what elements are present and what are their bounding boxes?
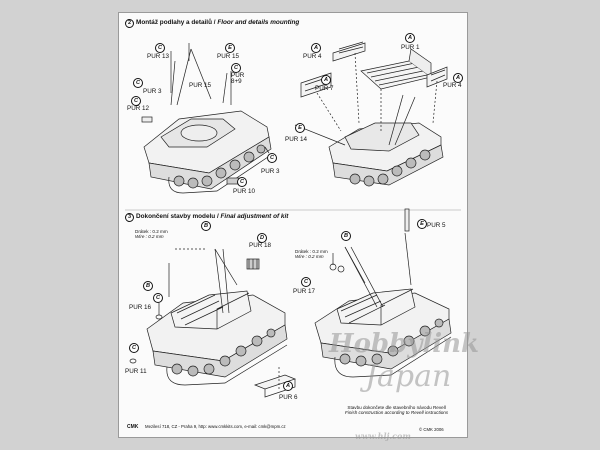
- part-label-pur4: PUR 4: [443, 82, 462, 89]
- part-label-pur3: PUR 3: [261, 168, 280, 175]
- part-label-pur18: PUR 18: [249, 242, 272, 249]
- section-3-title-en: Final adjustment of kit: [220, 213, 289, 220]
- part-badge-c: C: [153, 293, 163, 303]
- part-badge-a: A: [453, 73, 463, 83]
- wire-note-right-cz: Drátek : 0.2 mm: [295, 249, 328, 254]
- wire-note-left: Drátek : 0.2 mm Wire : 0.2 mm: [135, 229, 168, 240]
- part-badge-e: E: [225, 43, 235, 53]
- part-badge-b: B: [143, 281, 153, 291]
- part-label-pur10: PUR 10: [233, 188, 256, 195]
- part-label-pur5: PUR 5: [427, 222, 446, 229]
- assembly-drawings: [125, 41, 461, 398]
- tank-hull-drawing-3: [129, 248, 297, 398]
- brand-logo: CMK: [127, 424, 139, 430]
- part-badge-a: A: [311, 43, 321, 53]
- tank-hull-drawing-1: [141, 43, 272, 194]
- part-label-pur15: PUR 15: [217, 53, 240, 60]
- step-number-2: 2: [125, 19, 134, 28]
- part-badge-d: D: [257, 233, 267, 243]
- part-label-pur12: PUR 12: [127, 105, 150, 112]
- part-badge-a: A: [321, 75, 331, 85]
- part-badge-c: C: [155, 43, 165, 53]
- part-badge-c: C: [267, 153, 277, 163]
- wire-note-left-cz: Drátek : 0.2 mm: [135, 229, 168, 234]
- wire-note-right-en: Wire : 0.2 mm: [295, 254, 324, 260]
- part-label-pur4: PUR 4: [303, 53, 322, 60]
- finish-note-en: Finish construction according to Revell …: [345, 410, 449, 416]
- tank-hull-drawing-2: [294, 41, 448, 187]
- part-label-pur1: PUR 1: [401, 44, 420, 51]
- part-label-pur17: PUR 17: [293, 288, 316, 295]
- part-label-pur11: PUR 11: [125, 368, 147, 375]
- part-badge-b: B: [341, 231, 351, 241]
- part-badge-e: E: [295, 123, 305, 133]
- part-badge-a: A: [283, 381, 293, 391]
- watermark-url: www.hlj.com: [355, 431, 411, 441]
- part-label-pur15: PUR 15: [189, 82, 212, 89]
- part-label-pur16: PUR 16: [129, 304, 152, 311]
- finish-note-cz: Stavbu dokončete dle stavebního návodu R…: [347, 405, 446, 410]
- part-badge-b: B: [201, 221, 211, 231]
- part-label-pur7: PUR 7: [315, 85, 334, 92]
- part-badge-c: C: [237, 177, 247, 187]
- section-3-title-cz: Dokončení stavby modelu /: [136, 213, 219, 220]
- wire-note-right: Drátek : 0.2 mm Wire : 0.2 mm: [295, 249, 328, 260]
- part-label-pur6: PUR 6: [279, 394, 298, 401]
- part-badge-e: E: [417, 219, 427, 229]
- part-label-pur3: PUR 3: [143, 88, 162, 95]
- footer-address: Mezilesí 718, CZ - Praha 9, http: www.cm…: [145, 424, 286, 429]
- footer-copyright: © CMK 2006: [419, 427, 444, 432]
- part-label-pur14: PUR 14: [285, 136, 308, 143]
- part-badge-c: C: [301, 277, 311, 287]
- watermark-japan: Japan: [365, 359, 452, 394]
- part-badge-a: A: [405, 33, 415, 43]
- section-2-title-en: Floor and details mounting: [217, 19, 300, 26]
- step-number-3: 3: [125, 213, 134, 222]
- part-label-pur13: PUR 13: [147, 53, 170, 60]
- part-badge-c: C: [129, 343, 139, 353]
- part-badge-c: C: [131, 96, 141, 106]
- part-badge-c: C: [133, 78, 143, 88]
- section-2-title-cz: Montáž podlahy a detailů /: [136, 19, 216, 26]
- part-badge-c: C: [231, 63, 241, 73]
- wire-note-left-en: Wire : 0.2 mm: [135, 234, 164, 240]
- tank-hull-drawing-4: [314, 208, 452, 378]
- part-label-pur8-9: PUR 8+9: [231, 72, 245, 86]
- watermark-hobbylink: Hobbylink: [329, 329, 480, 359]
- finish-note: Stavbu dokončete dle stavebního návodu R…: [345, 405, 448, 416]
